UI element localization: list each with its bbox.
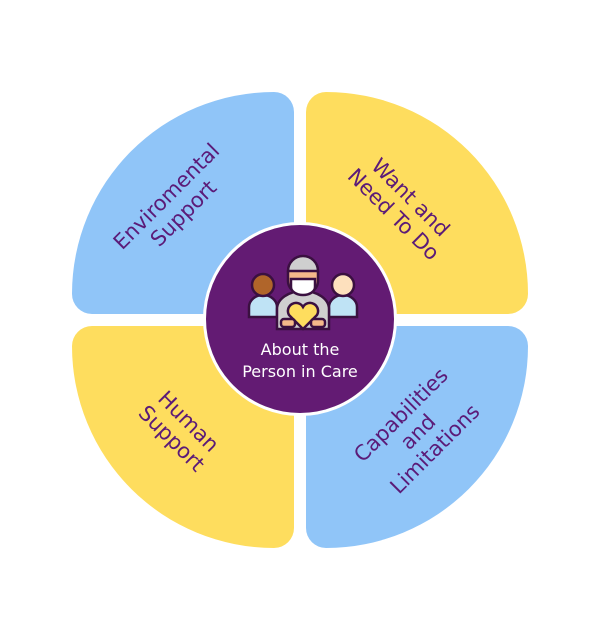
caregiver-group-icon — [247, 254, 359, 331]
center-title: About the Person in Care — [206, 339, 394, 383]
center-title-line: About the — [260, 340, 340, 359]
center-title-line: Person in Care — [242, 362, 358, 381]
center-circle: About the Person in Care — [203, 222, 397, 416]
